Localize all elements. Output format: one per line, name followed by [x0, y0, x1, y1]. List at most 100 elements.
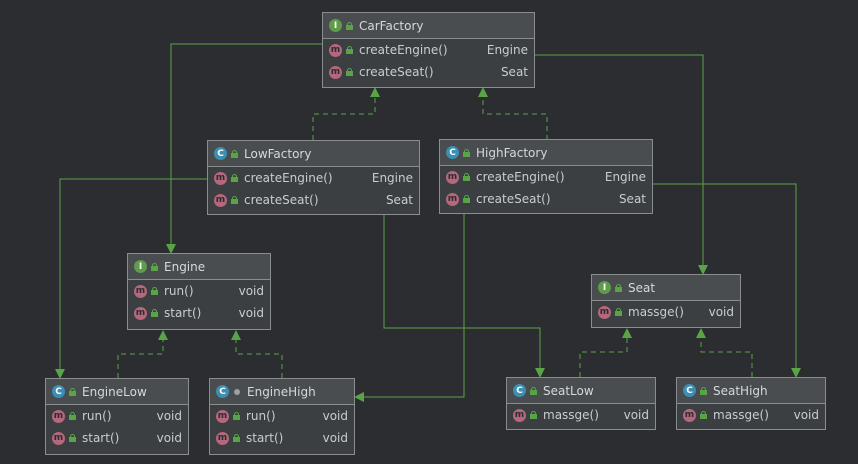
interface-icon: I [598, 281, 611, 294]
seat-method-row[interactable]: m massge() void [592, 301, 740, 323]
class-icon: C [446, 146, 459, 159]
method-name: start() [164, 306, 202, 320]
method-icon: m [683, 408, 696, 422]
method-name: start() [82, 431, 120, 445]
seatlow-header[interactable]: C SeatLow [507, 378, 655, 404]
seathigh-title: SeatHigh [713, 383, 768, 398]
carfactory-box[interactable]: I CarFactory m createEngine() Engine m c… [322, 12, 535, 88]
engine-method-row[interactable]: m start() void [128, 302, 270, 324]
lowfactory-header[interactable]: C LowFactory [208, 141, 419, 167]
highfactory-box[interactable]: C HighFactory m createEngine() Engine m … [439, 139, 653, 214]
method-icon: m [52, 409, 65, 423]
engine-method-row[interactable]: m run() void [128, 280, 270, 302]
method-return-type: Engine [486, 43, 528, 57]
carfactory-method-row[interactable]: m createEngine() Engine [323, 39, 534, 61]
public-lock-icon [700, 386, 707, 395]
method-return-type: void [238, 306, 264, 320]
enginelow-box[interactable]: C EngineLow m run() void m start() void [45, 378, 189, 455]
lowfactory-box[interactable]: C LowFactory m createEngine() Engine m c… [207, 140, 420, 215]
method-name: createSeat() [476, 192, 551, 206]
dependency-carfactory-engine [166, 43, 322, 254]
class-icon: C [52, 385, 65, 398]
public-lock-icon [231, 174, 238, 182]
enginelow-method-row[interactable]: m start() void [46, 427, 188, 449]
method-icon: m [446, 192, 459, 206]
seathigh-header[interactable]: C SeatHigh [677, 378, 825, 404]
realization-lowfactory-carfactory [312, 87, 380, 140]
enginehigh-method-row[interactable]: m start() void [210, 427, 354, 449]
interface-icon: I [329, 19, 342, 32]
carfactory-method-row[interactable]: m createSeat() Seat [323, 61, 534, 83]
method-return-type: void [156, 431, 182, 445]
seat-title: Seat [628, 280, 656, 295]
method-icon: m [214, 171, 227, 185]
public-lock-icon [69, 434, 76, 442]
method-name: createSeat() [244, 193, 319, 207]
public-lock-icon [231, 196, 238, 204]
method-icon: m [329, 43, 342, 57]
highfactory-method-row[interactable]: m createSeat() Seat [440, 188, 652, 210]
method-name: run() [82, 409, 112, 423]
seatlow-box[interactable]: C SeatLow m massge() void [506, 377, 656, 430]
method-return-type: void [322, 409, 348, 423]
public-lock-icon [463, 195, 470, 203]
carfactory-header[interactable]: I CarFactory [323, 13, 534, 39]
dependency-highfactory-seathigh [653, 183, 801, 378]
realization-enginehigh-engine [231, 330, 283, 378]
method-icon: m [329, 65, 342, 79]
method-return-type: Seat [618, 192, 646, 206]
public-lock-icon [463, 148, 470, 157]
public-lock-icon [346, 68, 353, 76]
lowfactory-method-row[interactable]: m createEngine() Engine [208, 167, 419, 189]
public-lock-icon [463, 173, 470, 181]
public-lock-icon [151, 262, 158, 271]
highfactory-method-row[interactable]: m createEngine() Engine [440, 166, 652, 188]
method-return-type: void [708, 305, 734, 319]
public-lock-icon [346, 21, 353, 30]
seat-box[interactable]: I Seat m massge() void [591, 274, 741, 328]
method-return-type: void [156, 409, 182, 423]
enginelow-header[interactable]: C EngineLow [46, 379, 188, 405]
public-lock-icon [346, 46, 353, 54]
enginehigh-method-row[interactable]: m run() void [210, 405, 354, 427]
engine-box[interactable]: I Engine m run() void m start() void [127, 253, 271, 330]
method-return-type: void [793, 408, 819, 422]
public-lock-icon [233, 412, 240, 420]
method-name: massge() [713, 408, 769, 422]
method-return-type: Engine [371, 171, 413, 185]
public-lock-icon [233, 434, 240, 442]
enginehigh-header[interactable]: C EngineHigh [210, 379, 354, 405]
method-name: run() [246, 409, 276, 423]
method-icon: m [134, 284, 147, 298]
highfactory-header[interactable]: C HighFactory [440, 140, 652, 166]
method-return-type: Seat [385, 193, 413, 207]
seatlow-method-row[interactable]: m massge() void [507, 404, 655, 426]
lowfactory-title: LowFactory [244, 146, 312, 161]
public-lock-icon [530, 386, 537, 395]
seathigh-method-row[interactable]: m massge() void [677, 404, 825, 426]
method-name: createSeat() [359, 65, 434, 79]
method-name: massge() [628, 305, 684, 319]
dependency-lowfactory-enginelow [55, 178, 207, 379]
dependency-highfactory-enginehigh [354, 213, 465, 402]
lowfactory-method-row[interactable]: m createSeat() Seat [208, 189, 419, 211]
public-lock-icon [615, 283, 622, 292]
method-name: createEngine() [244, 171, 333, 185]
carfactory-title: CarFactory [359, 18, 424, 33]
enginehigh-box[interactable]: C EngineHigh m run() void m start() void [209, 378, 355, 455]
class-icon: C [683, 384, 696, 397]
realization-highfactory-carfactory [478, 87, 548, 140]
engine-header[interactable]: I Engine [128, 254, 270, 280]
method-icon: m [216, 431, 229, 445]
seathigh-box[interactable]: C SeatHigh m massge() void [676, 377, 826, 430]
method-name: massge() [543, 408, 599, 422]
public-lock-icon [615, 308, 622, 316]
method-return-type: Seat [500, 65, 528, 79]
highfactory-title: HighFactory [476, 145, 548, 160]
method-name: start() [246, 431, 284, 445]
dependency-lowfactory-seatlow [383, 215, 545, 378]
enginelow-method-row[interactable]: m run() void [46, 405, 188, 427]
seat-header[interactable]: I Seat [592, 275, 740, 301]
realization-enginelow-engine [117, 330, 168, 378]
